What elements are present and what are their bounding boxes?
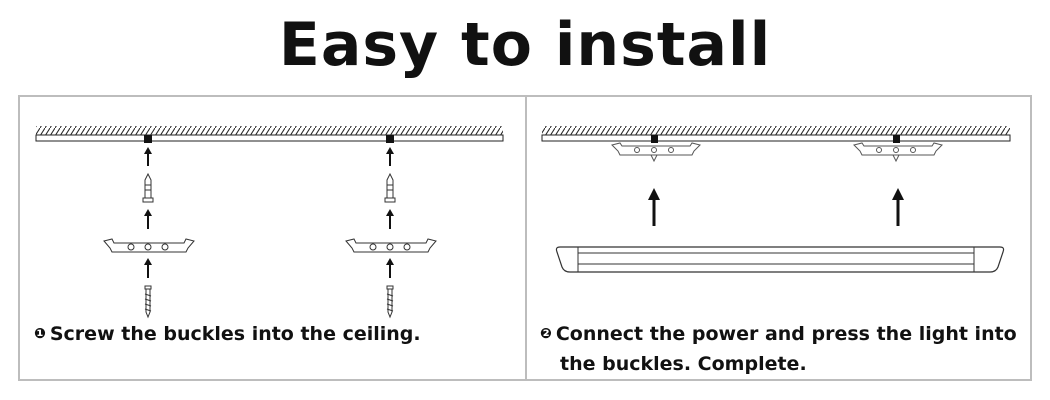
arrow-up-icon [892, 188, 904, 226]
led-light-fixture-icon [555, 246, 1005, 273]
arrow-up-icon [144, 258, 152, 278]
screw-icon [386, 285, 394, 319]
mounting-buckle-icon [103, 238, 195, 253]
mounted-buckle-icon [611, 142, 701, 163]
step-2-panel [541, 126, 1011, 273]
step-1-panel [35, 126, 504, 319]
step-1-badge: ❶ [34, 326, 46, 342]
step-2-badge: ❷ [540, 326, 552, 342]
arrow-up-icon [144, 209, 152, 229]
ceiling [541, 126, 1011, 142]
mounting-column-left [103, 147, 195, 319]
page-title: Easy to install [278, 10, 772, 80]
panel-divider [525, 95, 527, 381]
wall-anchor-icon [384, 172, 396, 203]
arrow-up-icon [144, 147, 152, 166]
screw-icon [144, 285, 152, 319]
wall-anchor-icon [142, 172, 154, 203]
arrow-up-icon [386, 147, 394, 166]
ceiling-hole [386, 135, 394, 143]
ceiling [35, 126, 504, 142]
step-2-text-line-1: Connect the power and press the light in… [555, 323, 1017, 345]
mounted-buckle-icon [853, 142, 943, 163]
ceiling-hole [144, 135, 152, 143]
ceiling-hole [651, 135, 658, 143]
arrow-up-icon [386, 258, 394, 278]
step-1-text: Screw the buckles into the ceiling. [49, 323, 421, 345]
arrow-up-icon [386, 209, 394, 229]
step-2-text-line-2: the buckles. Complete. [560, 353, 807, 375]
ceiling-hole [893, 135, 900, 143]
mounting-buckle-icon [345, 238, 437, 253]
arrow-up-icon [648, 188, 660, 226]
mounting-column-right [345, 147, 437, 319]
